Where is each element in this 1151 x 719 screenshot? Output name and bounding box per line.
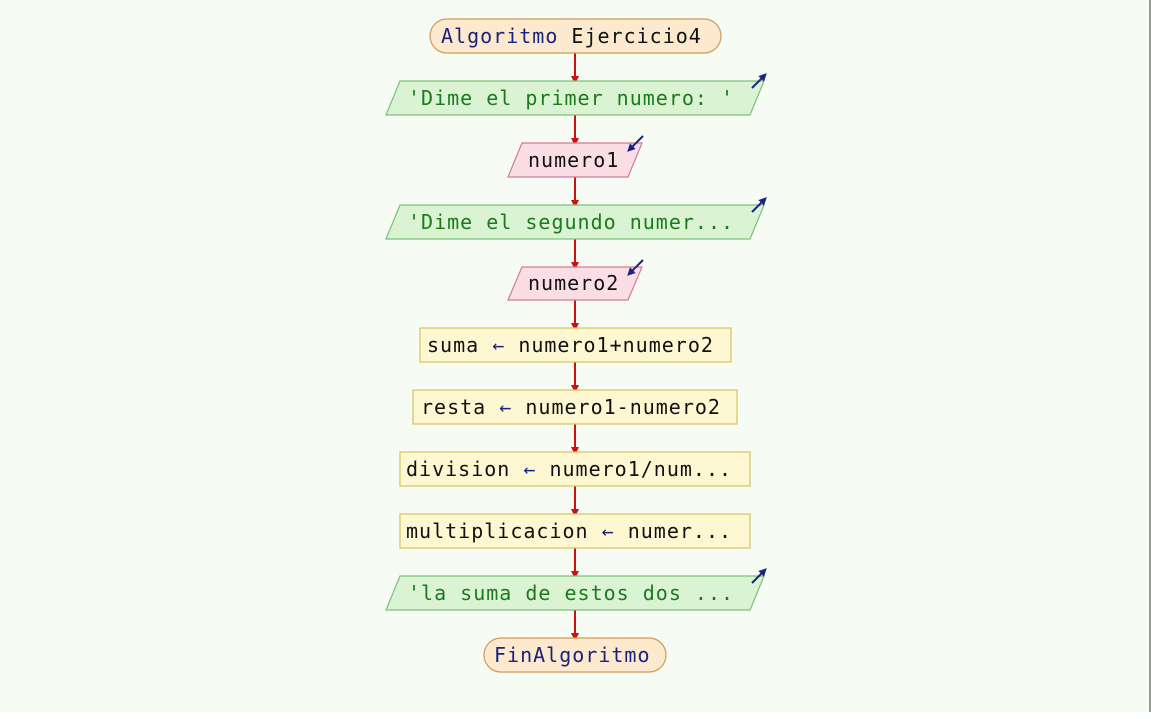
output-shape-1 <box>385 80 765 116</box>
input-shape-1 <box>507 142 643 178</box>
output-icon <box>751 197 767 213</box>
end-terminal <box>483 637 667 673</box>
output-label-1: 'Dime el primer numero: ' <box>408 86 735 110</box>
assign-expression: numero1+numero2 <box>518 333 714 357</box>
assign-target: suma <box>427 333 480 357</box>
input-label-2: numero2 <box>528 271 620 295</box>
output-icon <box>751 73 767 89</box>
input-label-1: numero1 <box>528 148 620 172</box>
process-label-4: multiplicacion ← numer... <box>406 518 732 544</box>
process-label-2: resta ← numero1-numero2 <box>421 394 721 420</box>
assign-expression: numer... <box>627 519 733 543</box>
process-shape-3 <box>399 451 751 487</box>
output-label-3: 'la suma de estos dos ... <box>408 581 735 605</box>
algorithm-name: Ejercicio4 <box>571 24 702 48</box>
process-shape-4 <box>399 513 751 549</box>
start-terminal <box>429 18 722 54</box>
bottom-strip <box>0 712 1151 719</box>
assign-arrow-icon: ← <box>499 395 513 419</box>
process-shape-2 <box>412 389 738 425</box>
output-label-2: 'Dime el segundo numer... <box>408 210 735 234</box>
input-icon <box>627 259 644 276</box>
process-label-3: division ← numero1/num... <box>406 456 732 482</box>
assign-expression: numero1-numero2 <box>525 395 721 419</box>
output-shape-2 <box>385 204 765 240</box>
assign-arrow-icon: ← <box>601 519 615 543</box>
algorithm-keyword: Algoritmo <box>441 24 559 48</box>
output-icon <box>751 568 767 584</box>
assign-arrow-icon: ← <box>492 333 506 357</box>
assign-target: multiplicacion <box>406 519 589 543</box>
assign-expression: numero1/num... <box>549 457 733 481</box>
input-icon <box>627 135 644 152</box>
input-shape-2 <box>507 266 643 301</box>
process-shape-1 <box>419 327 732 363</box>
end-label: FinAlgoritmo <box>494 643 651 667</box>
assign-arrow-icon: ← <box>523 457 537 481</box>
assign-target: resta <box>421 395 487 419</box>
output-shape-3 <box>385 575 765 611</box>
assign-target: division <box>406 457 511 481</box>
start-label: Algoritmo Ejercicio4 <box>441 23 702 49</box>
process-label-1: suma ← numero1+numero2 <box>427 332 714 358</box>
